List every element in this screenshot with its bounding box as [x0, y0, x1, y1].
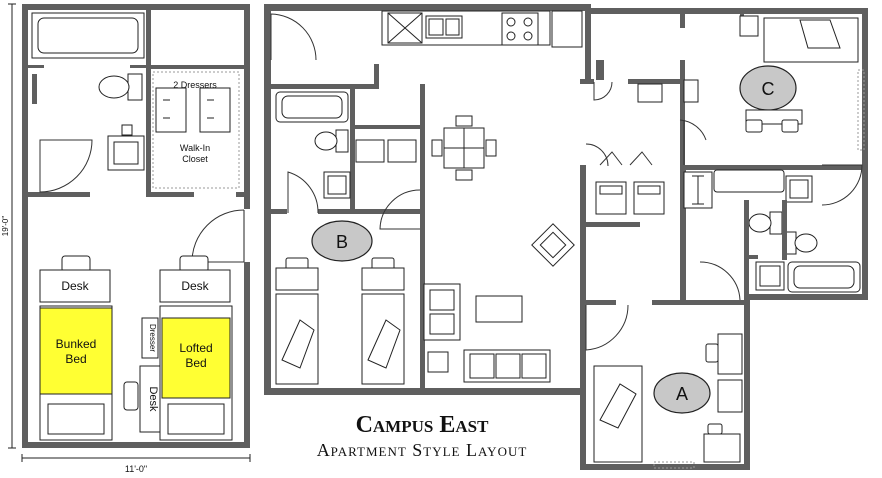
stove-icon — [501, 12, 539, 46]
desk-left-label: Desk — [61, 279, 89, 293]
svg-text:19'-0": 19'-0" — [1, 216, 10, 237]
shelf-unit — [637, 83, 663, 103]
nightstand-c — [739, 15, 759, 37]
sink-a-icon — [755, 261, 785, 291]
bathtub-c — [713, 169, 785, 193]
plan-title: Campus East Apartment Style Layout — [317, 412, 528, 460]
desk-right — [159, 269, 231, 303]
armchair — [423, 283, 461, 341]
bunked-bed-label-2: Bed — [65, 352, 86, 366]
toilet-center-icon — [748, 211, 783, 235]
bed-b1 — [275, 293, 319, 385]
dimension-width: 11'-0" — [21, 454, 251, 474]
desk-b2 — [361, 267, 405, 291]
bath-door-a — [699, 261, 741, 301]
walk-in-closet-label-2: Closet — [182, 154, 208, 164]
chair-a1 — [705, 343, 719, 363]
refrigerator — [551, 10, 583, 48]
dresser-pair — [155, 87, 231, 133]
bedroom-b-door — [379, 189, 421, 230]
bunked-bed — [39, 307, 113, 395]
toilet-icon — [98, 73, 143, 101]
bedroom-b-marker — [311, 220, 373, 262]
bath-door-c — [821, 164, 863, 206]
left-room-plan: 2 Dressers Walk-In Closet Desk Desk Bunk… — [1, 3, 251, 474]
svg-text:11'-0": 11'-0" — [125, 464, 147, 474]
sofa — [463, 349, 551, 383]
pillow-right — [167, 403, 225, 435]
bathroom-door — [39, 139, 93, 193]
bedroom-a-label: A — [676, 384, 688, 404]
nightstand-a — [703, 433, 741, 463]
bed-a — [593, 365, 643, 463]
small-dresser-label: Dresser — [148, 324, 157, 352]
chair-c1 — [745, 119, 763, 133]
bed-b2 — [361, 293, 405, 385]
dimension-height: 19'-0" — [1, 3, 16, 449]
desk-b1 — [275, 267, 319, 291]
lofted-bed-label-1: Lofted — [179, 341, 212, 355]
coffee-table — [475, 295, 523, 323]
lofted-bed-label-2: Bed — [185, 356, 206, 370]
sink-b-icon — [323, 171, 351, 199]
sink-c-icon — [785, 175, 813, 203]
bed-c — [763, 17, 859, 63]
bath-door-b — [287, 171, 319, 214]
desk-left — [39, 269, 111, 303]
side-table — [531, 223, 575, 267]
apartment-entry-door — [270, 13, 317, 61]
dresser-b1 — [355, 139, 385, 163]
bunked-bed-label-1: Bunked — [56, 337, 97, 351]
apartment-plan: B — [264, 4, 868, 470]
bedroom-a-door — [585, 304, 629, 351]
lofted-bed — [161, 317, 231, 399]
chair-a2 — [707, 423, 723, 435]
closet-door-1 — [593, 81, 613, 101]
bedroom-c-door — [679, 119, 707, 141]
desk-vertical — [139, 365, 161, 433]
dresser-label: 2 Dressers — [173, 80, 217, 90]
desk-vertical-label: Desk — [147, 386, 159, 412]
walk-in-closet-label-1: Walk-In — [180, 143, 210, 153]
end-table — [427, 351, 449, 373]
bifold-closet-door — [599, 151, 653, 166]
kitchen-sink-icon — [425, 15, 463, 39]
dining-table — [431, 115, 497, 181]
toilet-right-icon — [783, 231, 818, 255]
toilet-b-icon — [314, 129, 349, 153]
desk-right-label: Desk — [181, 279, 209, 293]
small-dresser — [141, 317, 159, 359]
dresser-b2 — [387, 139, 417, 163]
bedroom-c-label: C — [762, 79, 775, 99]
desk-a2 — [717, 379, 743, 413]
closet-c-shelf — [683, 79, 699, 103]
hall-door — [585, 143, 609, 167]
bedroom-b-label: B — [336, 232, 348, 252]
room-entry-door — [191, 209, 245, 263]
title-campus-east: Campus East — [356, 412, 490, 438]
bedroom-a-marker — [653, 372, 711, 414]
title-subtitle: Apartment Style Layout — [317, 440, 528, 460]
chair-vertical-desk — [123, 381, 139, 411]
chair-c2 — [781, 119, 799, 133]
sink-icon — [107, 124, 145, 171]
desk-a1 — [717, 333, 743, 375]
pillow-left — [47, 403, 105, 435]
